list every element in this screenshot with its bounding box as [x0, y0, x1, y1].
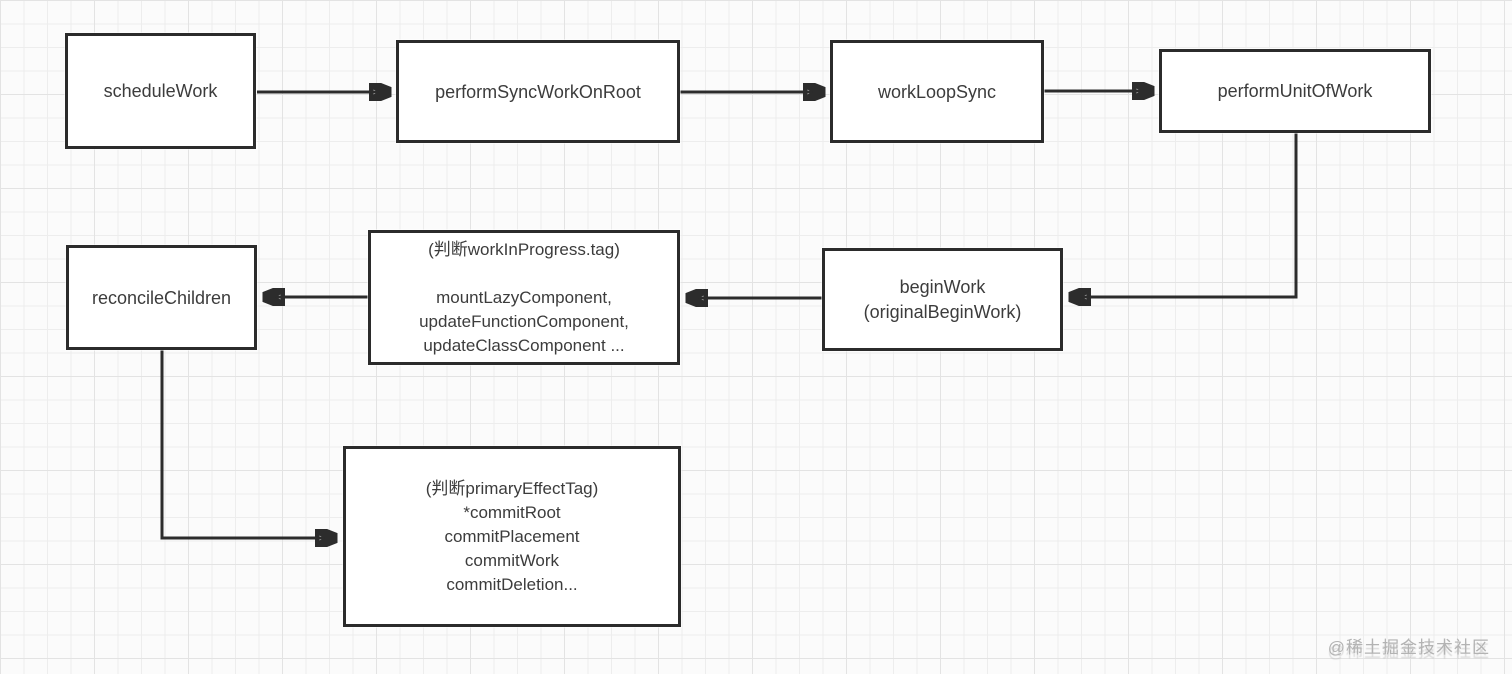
node-workinprogress-tag-switch: (判断workInProgress.tag) mountLazyComponen…	[368, 230, 680, 365]
juejin-watermark: @稀土掘金技术社区	[1327, 638, 1490, 657]
node-schedule-work: scheduleWork	[65, 33, 256, 149]
node-reconcile-children: reconcileChildren	[66, 245, 257, 350]
node-perform-sync-work-on-root: performSyncWorkOnRoot	[396, 40, 680, 143]
arrow-performunitofwork-to-beginwork	[1070, 133, 1298, 297]
node-primary-effect-tag-switch: (判断primaryEffectTag) *commitRoot commitP…	[343, 446, 681, 627]
node-begin-work: beginWork (originalBeginWork)	[822, 248, 1063, 351]
node-work-loop-sync: workLoopSync	[830, 40, 1044, 143]
node-perform-unit-of-work: performUnitOfWork	[1159, 49, 1431, 133]
arrow-reconcilechildren-to-commitswitch	[160, 350, 336, 538]
